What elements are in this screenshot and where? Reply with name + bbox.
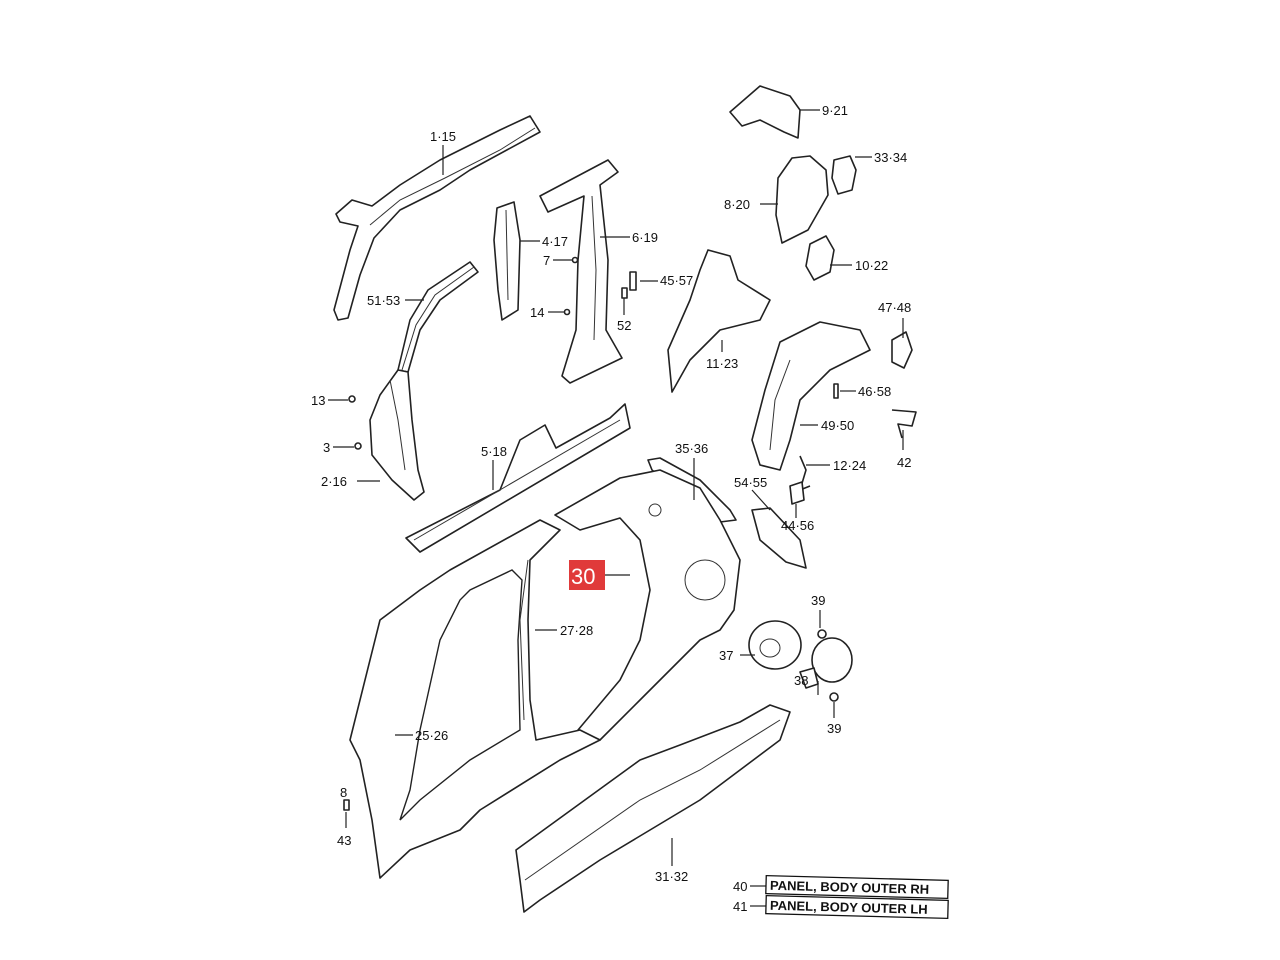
part-rear-wheelhouse-upper[interactable] xyxy=(667,249,771,393)
callout-51-53: 51·53 xyxy=(367,293,400,308)
legend-text-40: PANEL, BODY OUTER RH xyxy=(770,878,929,897)
callout-39-upper: 39 xyxy=(811,593,825,608)
part-roof-side-rail[interactable] xyxy=(333,115,541,321)
callout-3: 3 xyxy=(323,440,330,455)
part-bracket-42[interactable] xyxy=(891,409,917,439)
callout-31-32: 31·32 xyxy=(655,869,688,884)
part-quarter-panel-30[interactable] xyxy=(554,469,741,741)
part-bracket-44-56[interactable] xyxy=(751,481,807,569)
part-b-pillar-reinforcement[interactable] xyxy=(493,201,521,321)
callout-42: 42 xyxy=(897,455,911,470)
highlight-box-30 xyxy=(569,560,605,590)
callout-27-28: 27·28 xyxy=(560,623,593,638)
callout-25-26: 25·26 xyxy=(415,728,448,743)
callout-7: 7 xyxy=(543,253,550,268)
fasteners xyxy=(343,256,839,811)
legend-number-40: 40 xyxy=(733,879,747,894)
part-side-sill-inner[interactable] xyxy=(405,403,631,553)
callout-46-58: 46·58 xyxy=(858,384,891,399)
callout-labels: 1·15 4·17 6·19 7 45·57 14 52 51·53 13 3 … xyxy=(311,103,911,884)
callout-8: 8 xyxy=(340,785,347,800)
part-b-pillar-inner[interactable] xyxy=(539,159,623,384)
callout-52: 52 xyxy=(617,318,631,333)
callout-6-19: 6·19 xyxy=(632,230,658,245)
part-side-sill-outer[interactable] xyxy=(515,704,791,913)
part-bracket-12-24[interactable] xyxy=(799,455,811,491)
legend-number-41: 41 xyxy=(733,899,747,914)
callout-47-48: 47·48 xyxy=(878,300,911,315)
callout-12-24: 12·24 xyxy=(833,458,866,473)
callout-14: 14 xyxy=(530,305,544,320)
callout-39-lower: 39 xyxy=(827,721,841,736)
callout-35-36: 35·36 xyxy=(675,441,708,456)
part-rear-pillar-inner[interactable] xyxy=(775,155,829,244)
legend: 40 PANEL, BODY OUTER RH 41 PANEL, BODY O… xyxy=(733,874,949,920)
callout-9-21: 9·21 xyxy=(822,103,848,118)
callout-37: 37 xyxy=(719,648,733,663)
legend-text-41: PANEL, BODY OUTER LH xyxy=(770,898,928,917)
callout-33-34: 33·34 xyxy=(874,150,907,165)
part-body-side-outer[interactable] xyxy=(349,519,601,879)
callout-13: 13 xyxy=(311,393,325,408)
callout-4-17: 4·17 xyxy=(542,234,568,249)
part-bracket-10-22[interactable] xyxy=(805,235,835,281)
callout-49-50: 49·50 xyxy=(821,418,854,433)
part-rear-upper-bracket[interactable] xyxy=(729,85,801,139)
callout-5-18: 5·18 xyxy=(481,444,507,459)
leader-lines xyxy=(328,109,904,907)
part-small-bracket-33-34[interactable] xyxy=(831,155,857,195)
part-fuel-filler-housing[interactable] xyxy=(748,620,802,670)
callout-44-56: 44·56 xyxy=(781,518,814,533)
callout-30[interactable]: 30 xyxy=(571,564,595,589)
callout-2-16: 2·16 xyxy=(321,474,347,489)
callout-43: 43 xyxy=(337,833,351,848)
callout-10-22: 10·22 xyxy=(855,258,888,273)
callout-54-55: 54·55 xyxy=(734,475,767,490)
part-fuel-filler-door[interactable] xyxy=(799,637,853,689)
callout-8-20: 8·20 xyxy=(724,197,750,212)
callout-45-57: 45·57 xyxy=(660,273,693,288)
part-cap-47-48[interactable] xyxy=(891,331,913,369)
callout-38: 38 xyxy=(794,673,808,688)
part-a-pillar-inner[interactable] xyxy=(397,261,479,373)
callout-1-15: 1·15 xyxy=(430,129,456,144)
part-rear-wheelhouse-outer[interactable] xyxy=(751,321,871,471)
callout-11-23: 11·23 xyxy=(706,356,738,371)
part-a-pillar-lower[interactable] xyxy=(369,369,425,501)
